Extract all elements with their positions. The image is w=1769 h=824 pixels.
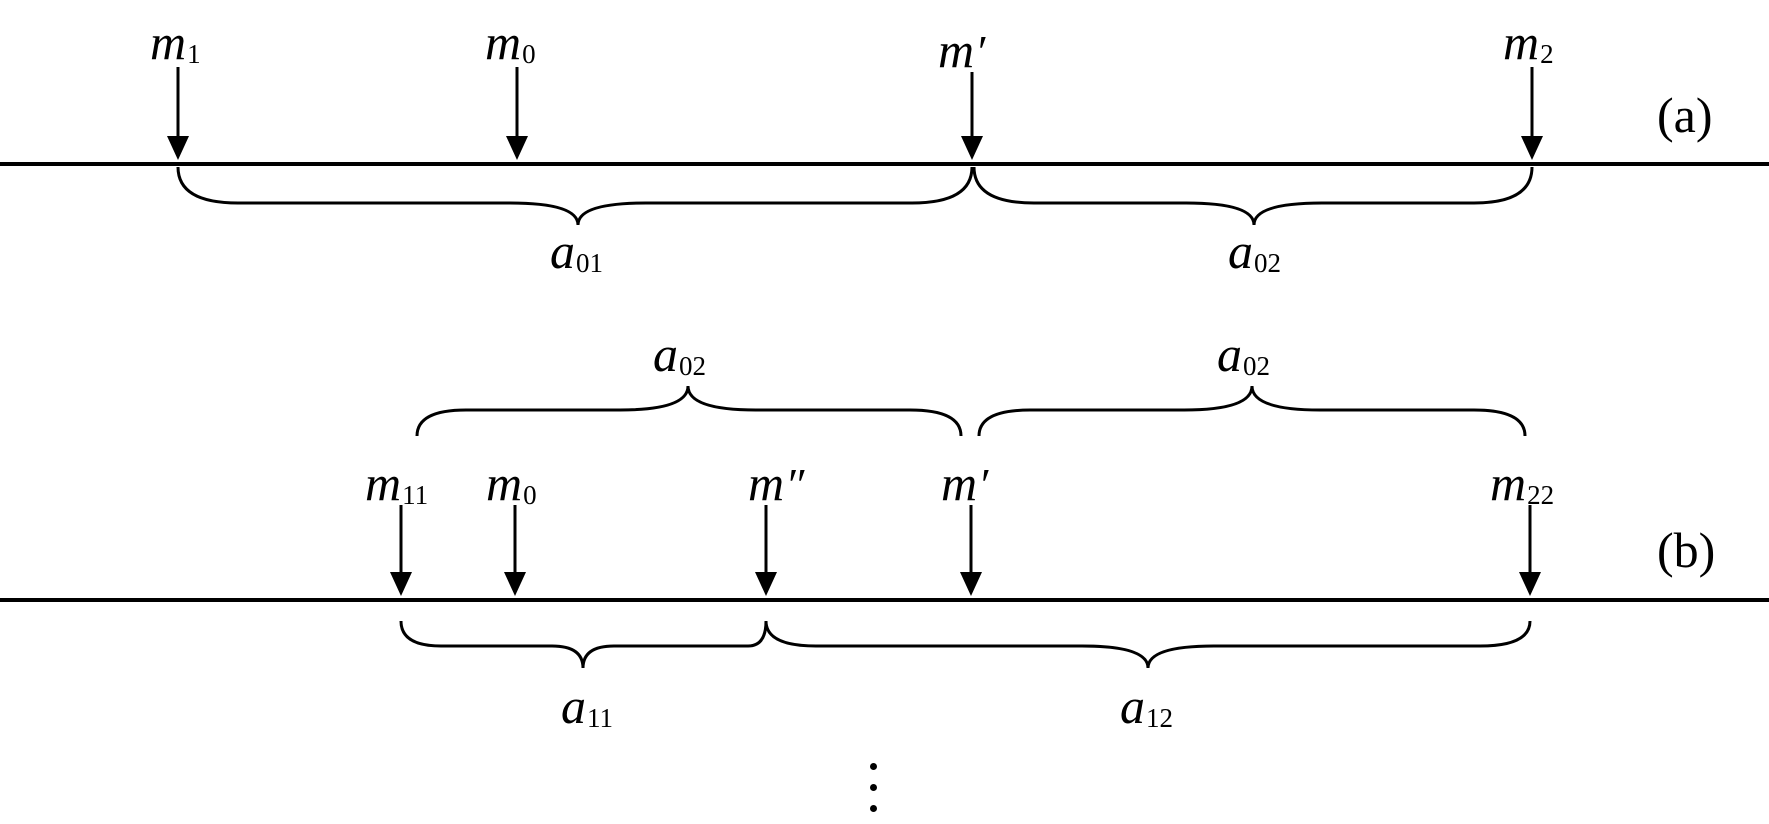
label-a02-panel-a: a02: [1228, 223, 1281, 279]
label-a11: a11: [561, 678, 613, 734]
panel-label-b: (b): [1657, 522, 1716, 578]
label-m1: m1: [150, 14, 201, 70]
brace-a01: [176, 166, 974, 226]
brace-a11: [399, 620, 768, 669]
label-m-prime-panel-b: m′: [941, 455, 989, 511]
brace-a12: [764, 620, 1532, 669]
label-m22: m22: [1490, 455, 1555, 511]
arrow-m1: [167, 67, 189, 160]
arrow-m2: [1521, 67, 1543, 160]
label-a02-panel-b-left: a02: [653, 326, 706, 382]
label-m0: m0: [485, 14, 536, 70]
label-m-double-prime: m″: [748, 455, 805, 511]
arrow-m0: [506, 67, 528, 160]
brace-a02-b-left: [415, 385, 963, 437]
label-m2: m2: [1503, 14, 1554, 70]
arrow-m-prime: [961, 72, 983, 160]
label-a02-panel-b-right: a02: [1217, 326, 1270, 382]
panel-label-a: (a): [1657, 87, 1713, 143]
label-a01: a01: [550, 223, 603, 279]
arrow-m22: [1519, 505, 1541, 596]
brace-a02-a: [972, 166, 1534, 226]
arrow-m0-b: [504, 505, 526, 596]
label-m-prime: m′: [938, 22, 986, 78]
label-m0-panel-b: m0: [486, 455, 537, 511]
label-m11: m11: [365, 455, 429, 511]
arrow-m-prime-b: [960, 505, 982, 596]
arrow-m-double-prime: [755, 505, 777, 596]
brace-a02-b-right: [977, 385, 1527, 437]
label-a12: a12: [1120, 678, 1173, 734]
arrow-m11: [390, 505, 412, 596]
